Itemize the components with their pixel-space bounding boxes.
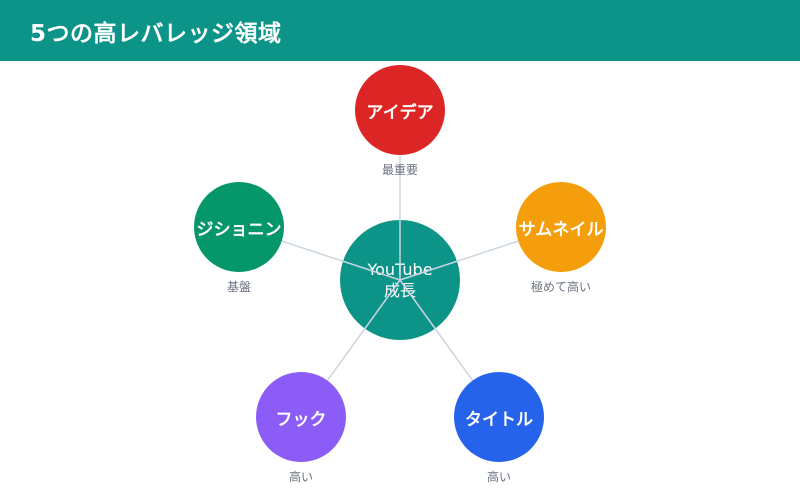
hub-label-line2: 成長 bbox=[383, 281, 416, 300]
node-importance-label: 高い bbox=[288, 470, 314, 484]
node-positioning[interactable]: ジショニン bbox=[194, 182, 284, 272]
node-label: タイトル bbox=[465, 409, 533, 430]
node-thumbnail[interactable]: サムネイル bbox=[516, 182, 606, 272]
hub-node-youtube-growth[interactable]: YouTube 成長 bbox=[340, 220, 460, 340]
node-hook[interactable]: フック bbox=[256, 372, 346, 462]
header-bar: 5つの高レバレッジ領域 bbox=[0, 0, 800, 61]
hub-label-line1: YouTube bbox=[367, 260, 433, 279]
page-title: 5つの高レバレッジ領域 bbox=[30, 20, 282, 47]
node-label: アイデア bbox=[366, 102, 434, 123]
node-importance-label: 基盤 bbox=[226, 280, 252, 294]
node-idea[interactable]: アイデア bbox=[355, 65, 445, 155]
node-importance-label: 極めて高い bbox=[530, 280, 592, 294]
node-importance-label: 最重要 bbox=[381, 163, 419, 177]
node-label: ジショニン bbox=[196, 219, 282, 240]
node-label: サムネイル bbox=[518, 219, 604, 240]
node-importance-label: 高い bbox=[486, 470, 512, 484]
node-title[interactable]: タイトル bbox=[454, 372, 544, 462]
node-label: フック bbox=[275, 409, 327, 430]
